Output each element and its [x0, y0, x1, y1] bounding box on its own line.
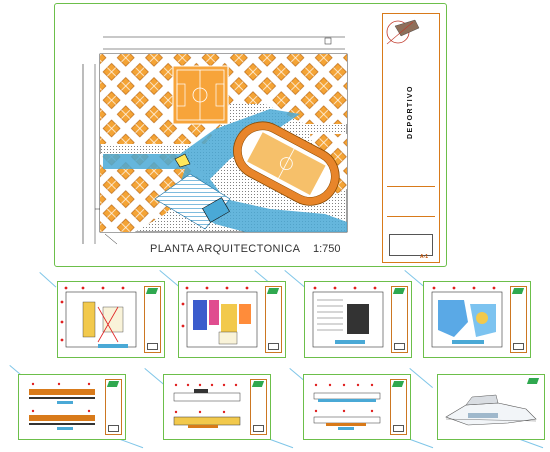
thumbnail-titleblock: [105, 379, 122, 435]
thumbnail-sheet-sections-2[interactable]: [163, 374, 271, 440]
logo-icon: [266, 288, 280, 294]
stamp-box: [393, 425, 404, 432]
floor-plan-drawing: [60, 286, 137, 348]
thumbnail-titleblock: [250, 379, 267, 435]
title-block: [382, 13, 440, 263]
perspective-drawing: [445, 394, 537, 426]
thumbnail-sheet-floor-plan-3[interactable]: [304, 281, 412, 358]
logo-icon: [511, 288, 525, 294]
project-title: DEPORTIVO: [407, 85, 414, 139]
logo-icon: [106, 381, 120, 387]
thumbnail-titleblock: [391, 286, 408, 353]
thumbnail-titleblock: [510, 286, 527, 353]
elevation-drawing: [313, 383, 381, 430]
section-drawing: [29, 382, 95, 430]
stamp-box: [394, 343, 405, 350]
section-drawing: [173, 383, 241, 428]
logo-icon: [251, 381, 265, 387]
stamp-box: [513, 343, 524, 350]
sheet-number: A-1: [420, 254, 429, 260]
logo-icon: [145, 288, 159, 294]
compass-logo-icon: [386, 19, 420, 45]
thumbnail-titleblock: [144, 286, 161, 353]
thumbnail-titleblock: [390, 379, 407, 435]
title-block-box: [389, 234, 433, 256]
stamp-box: [268, 343, 279, 350]
site-plan: [82, 36, 348, 245]
thumbnail-sheet-sections-1[interactable]: [18, 374, 126, 440]
floor-plan-drawing: [312, 286, 384, 348]
logo-icon: [392, 288, 406, 294]
thumbnail-titleblock: [265, 286, 282, 353]
connector-line: [409, 368, 433, 389]
thumbnail-sheet-3d-view[interactable]: [437, 374, 545, 440]
logo-icon: [391, 381, 405, 387]
thumbnail-sheet-floor-plan-2[interactable]: [178, 281, 286, 358]
connector-line: [39, 272, 57, 288]
title-block-divider: [387, 216, 435, 217]
drawing-scale: 1:750: [313, 243, 341, 255]
floor-plan-drawing: [431, 286, 503, 348]
thumbnail-sheet-elevations[interactable]: [303, 374, 411, 440]
thumbnail-sheet-floor-plan-4[interactable]: [423, 281, 531, 358]
thumbnail-sheet-floor-plan-1[interactable]: [57, 281, 165, 358]
stamp-box: [108, 425, 119, 432]
stamp-box: [147, 343, 158, 350]
floor-plan-drawing: [181, 286, 258, 348]
main-drawing-sheet[interactable]: DEPORTIVO A-1 PLANTA ARQUITECTONICA 1:75…: [54, 3, 447, 267]
drawing-caption: PLANTA ARQUITECTONICA: [150, 243, 301, 255]
title-block-divider: [387, 186, 435, 187]
stamp-box: [253, 425, 264, 432]
